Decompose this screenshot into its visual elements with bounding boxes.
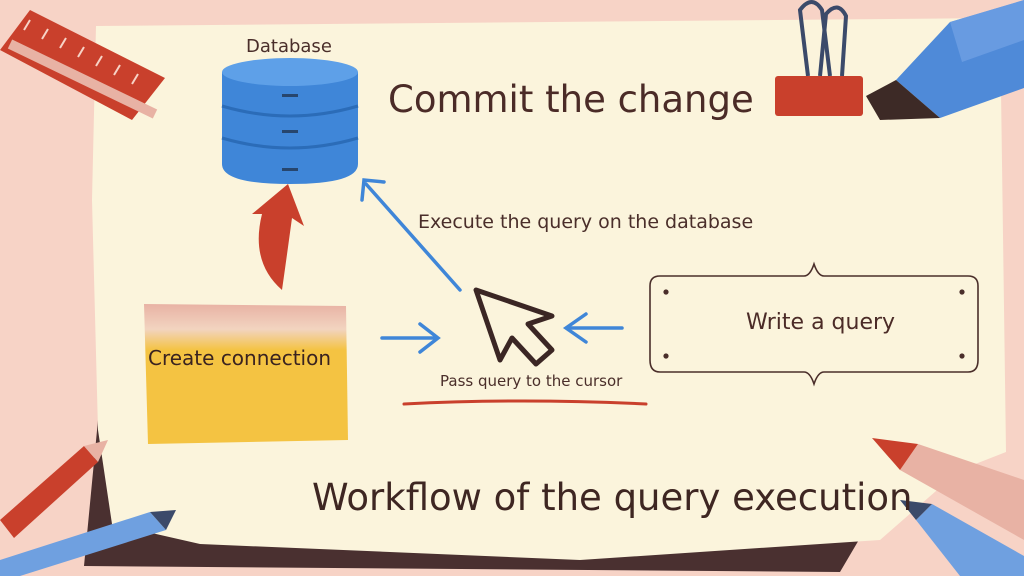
arrow-connection-to-cursor [380,322,441,354]
pass-query-underline [402,399,648,406]
marker-icon [866,0,1024,120]
write-query-label: Write a query [746,310,896,335]
curved-arrow-up [252,184,304,290]
workflow-title: Workflow of the query execution [312,476,913,519]
commit-change-label: Commit the change [388,78,754,121]
pass-query-label: Pass query to the cursor [440,372,623,390]
write-query-box [649,261,979,387]
database-icon [221,58,359,184]
database-label: Database [246,36,332,57]
arrow-execute-to-database [360,178,462,292]
pencil-icon [0,440,176,576]
arrow-query-to-cursor [562,312,624,344]
mouse-cursor-icon [473,287,555,367]
create-connection-label: Create connection [148,346,332,370]
create-connection-note [144,304,348,444]
execute-query-label: Execute the query on the database [418,211,754,233]
ruler-icon [0,10,165,120]
pencil-icon-right [872,438,1024,576]
binder-clip-icon [775,0,863,116]
